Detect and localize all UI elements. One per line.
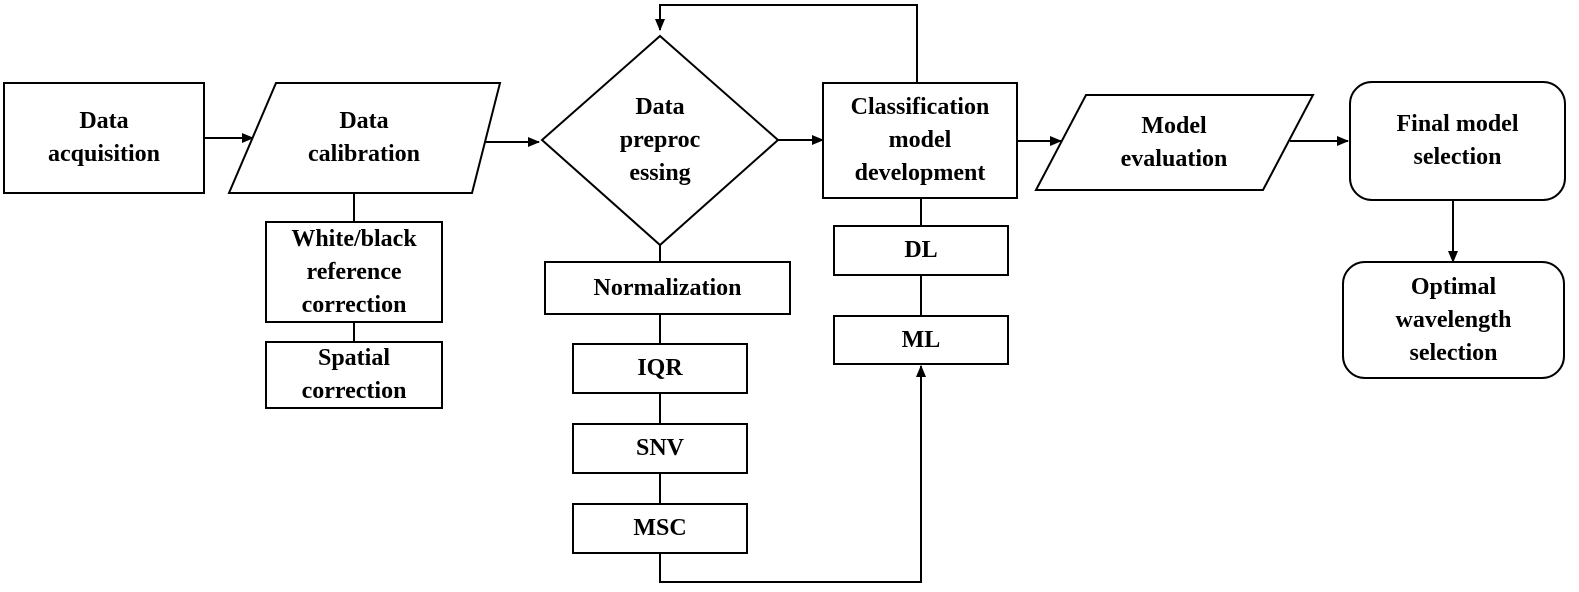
optimal-wavelength-selection-label: Optimal wavelength selection: [1395, 273, 1512, 366]
final-model-selection-box: [1349, 81, 1566, 201]
spatial-correction-label: Spatial correction: [301, 345, 407, 404]
snv-label: SNV: [635, 435, 684, 461]
ml-label: ML: [901, 326, 941, 353]
msc-box: [572, 503, 748, 554]
data-acquisition-label: Data acquisition: [47, 108, 161, 167]
model-evaluation-parallelogram: [1034, 94, 1315, 191]
data-preprocessing-diamond: [540, 34, 780, 247]
white-black-reference-label: White/black reference correction: [291, 225, 417, 318]
data-calibration-label: Data calibration: [308, 108, 420, 167]
feedback-arrow-msc-to-ml: [659, 365, 926, 583]
normalization-box: [544, 261, 791, 315]
model-evaluation-label: Model evaluation: [1120, 112, 1228, 172]
final-model-selection-label: Final model selection: [1396, 111, 1519, 170]
dl-box: [833, 225, 1009, 276]
dl-label: DL: [904, 237, 938, 263]
iqr-box: [572, 343, 748, 394]
classification-box: [822, 82, 1018, 199]
normalization-label: Normalization: [593, 274, 742, 301]
iqr-label: IQR: [637, 355, 683, 381]
ml-box: [833, 315, 1009, 365]
data-preprocessing-label: Data preproc essing: [619, 93, 701, 186]
feedback-arrow-classification-to-preprocessing: [655, 4, 918, 83]
data-acquisition-box: [3, 82, 205, 194]
msc-label: MSC: [633, 515, 687, 541]
white-black-reference-box: [265, 221, 443, 323]
optimal-wavelength-selection-box: [1342, 261, 1565, 379]
data-calibration-parallelogram: [227, 82, 502, 194]
snv-box: [572, 423, 748, 474]
classification-label: Classification model development: [850, 94, 990, 186]
spatial-correction-box: [265, 341, 443, 409]
